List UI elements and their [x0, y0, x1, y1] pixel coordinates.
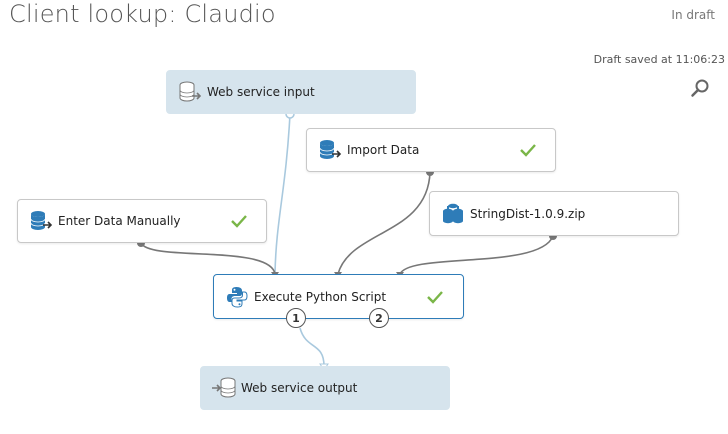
module-label: Execute Python Script	[254, 289, 387, 304]
connector-zip-to-python	[399, 235, 554, 275]
module-label: StringDist-1.0.9.zip	[470, 206, 586, 221]
database-input-icon	[319, 140, 342, 159]
draft-status: In draft	[671, 8, 715, 22]
checkmark-icon	[520, 144, 536, 157]
connector-webinput-to-python	[274, 113, 291, 275]
database-output-icon	[212, 377, 236, 398]
output-port-1[interactable]: 1	[286, 308, 306, 328]
python-icon	[227, 286, 248, 308]
database-input-icon	[179, 81, 202, 102]
module-label: Import Data	[347, 143, 420, 157]
checkmark-icon	[427, 290, 443, 304]
page-title: Client lookup: Claudio	[9, 0, 276, 28]
module-web-service-output[interactable]: Web service output	[200, 366, 450, 410]
connector-manual-to-python	[140, 242, 276, 275]
module-enter-data-manually[interactable]: Enter Data Manually	[17, 199, 267, 243]
zip-dataset-icon	[443, 203, 463, 223]
module-import-data[interactable]: Import Data	[306, 128, 556, 172]
draft-saved-timestamp: Draft saved at 11:06:23	[593, 53, 725, 66]
search-icon[interactable]	[690, 78, 710, 98]
database-input-icon	[30, 211, 53, 230]
checkmark-icon	[231, 215, 247, 228]
module-execute-python-script[interactable]: Execute Python Script	[213, 274, 464, 319]
connector-import-to-python	[337, 171, 431, 275]
module-web-service-input[interactable]: Web service input	[166, 70, 416, 114]
connector-python-to-output	[299, 327, 325, 367]
module-label: Web service output	[241, 381, 358, 395]
module-stringdist-zip[interactable]: StringDist-1.0.9.zip	[429, 191, 679, 236]
output-port-2[interactable]: 2	[369, 308, 389, 328]
module-label: Enter Data Manually	[58, 214, 181, 228]
module-label: Web service input	[207, 85, 315, 99]
